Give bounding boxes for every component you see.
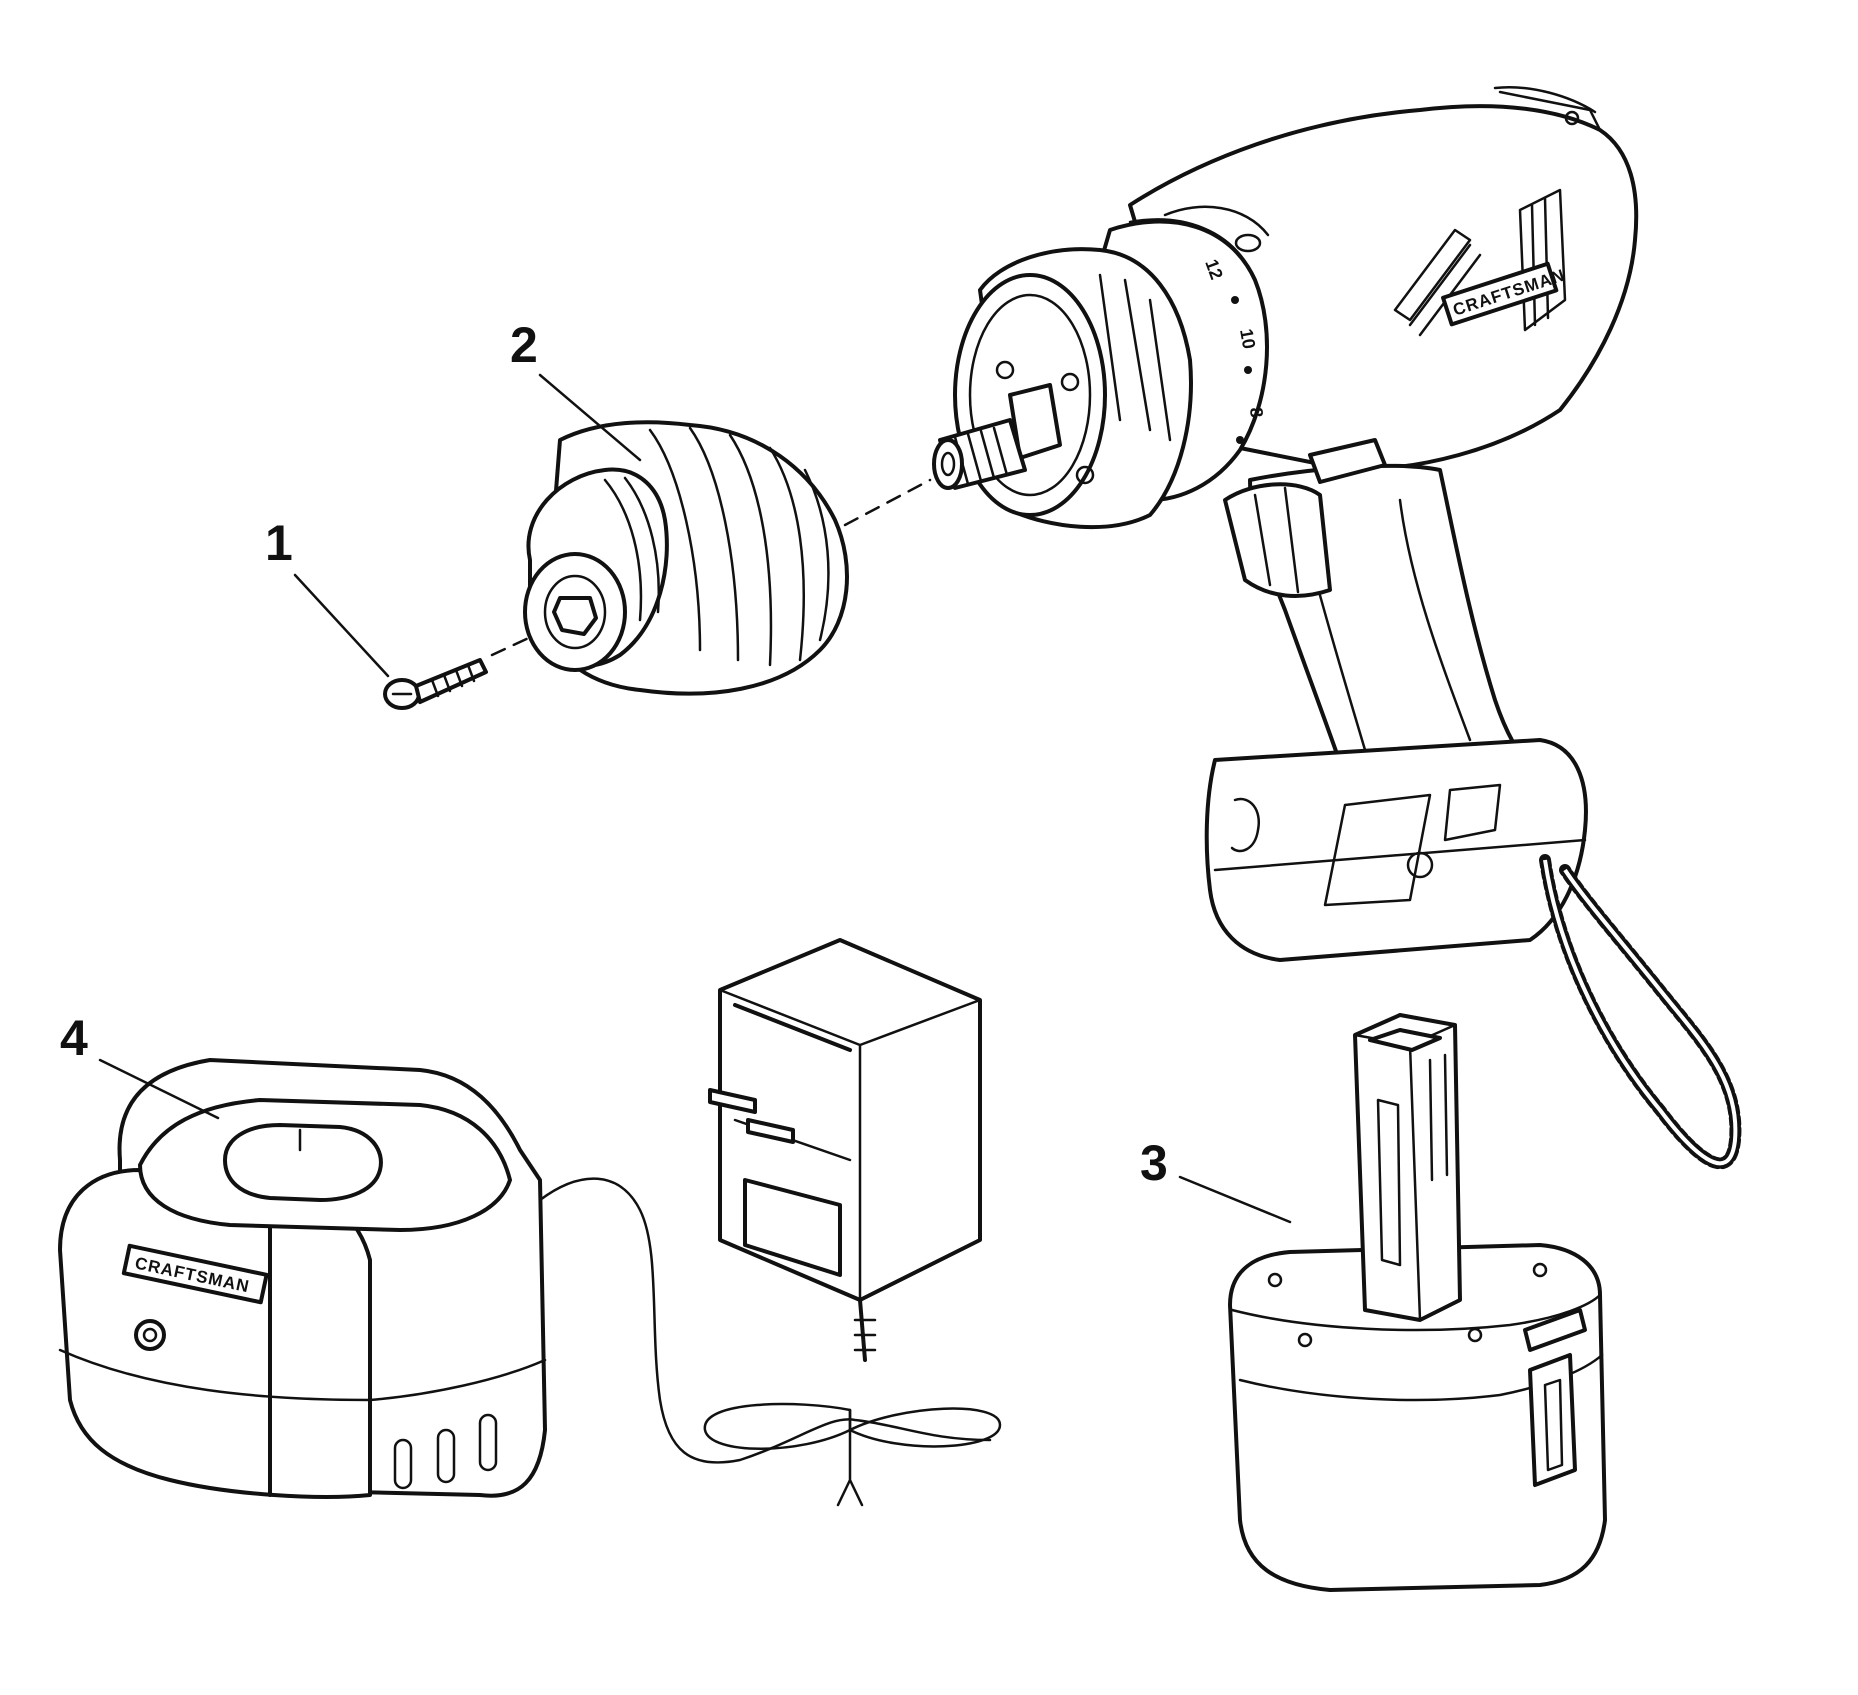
leader-line-1: [293, 573, 390, 678]
trigger: [1223, 482, 1332, 598]
callout-2: 2: [510, 317, 538, 373]
callout-1: 1: [265, 515, 293, 571]
direction-switch: [1308, 438, 1387, 484]
screw: [383, 658, 488, 710]
spindle: [932, 383, 1062, 490]
leader-line-2: [538, 373, 642, 462]
charger-base: CRAFTSMAN: [58, 1058, 547, 1499]
wall-adapter: [708, 938, 982, 1362]
assembly-axis-chuck-spindle: [843, 478, 932, 527]
wrist-strap: [1539, 854, 1742, 1170]
leader-line-4: [98, 1058, 220, 1120]
leader-lines: [98, 373, 1292, 1224]
leader-line-3: [1178, 1175, 1292, 1224]
callout-4: 4: [60, 1010, 88, 1066]
assembly-axis-screw-chuck: [490, 633, 537, 657]
drill-body: CRAFTSMAN 12 10 8: [932, 86, 1742, 1170]
battery-pack: [1228, 1013, 1607, 1592]
front-gear-housing: [953, 247, 1193, 530]
drill-base: [1204, 738, 1588, 962]
callout-3: 3: [1140, 1135, 1168, 1191]
dial-number-10: 10: [1236, 327, 1259, 350]
cord-coil: [703, 1402, 1002, 1450]
charger-cord: [538, 1177, 992, 1464]
dial-number-8: 8: [1246, 407, 1267, 419]
chuck: [523, 420, 849, 696]
